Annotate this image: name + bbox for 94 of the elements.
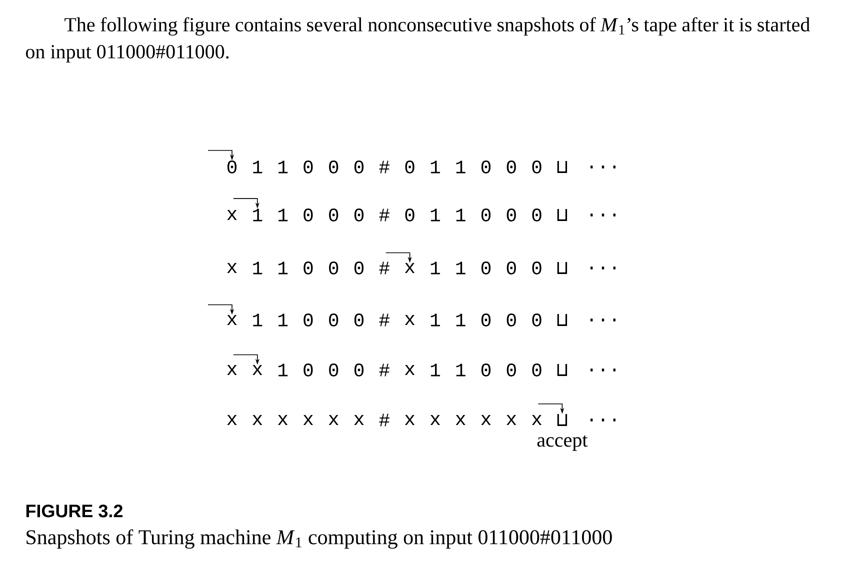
tape-symbol: 1 xyxy=(430,364,440,376)
tape-symbol: x xyxy=(354,414,364,426)
tape-symbol: 1 xyxy=(456,314,466,326)
tape-symbol: 0 xyxy=(329,364,338,376)
tape-symbol: 0 xyxy=(329,262,338,274)
caption: Snapshots of Turing machine M$_{1}$ computing on input 011000#011000 xyxy=(26,529,612,549)
tape-symbol: 0 xyxy=(304,364,313,376)
tape-symbol: x xyxy=(430,414,440,426)
tape-symbol: # xyxy=(379,160,390,174)
tape-symbol: 0 xyxy=(532,208,542,222)
tape-symbol: ⊔ xyxy=(557,161,568,173)
tape-symbol: # xyxy=(379,364,390,376)
tape-symbol: ... xyxy=(590,166,616,168)
tape-symbol: 0 xyxy=(354,160,364,174)
tape-symbol: ... xyxy=(590,318,616,322)
figure-title: FIGURE 3.2 xyxy=(26,504,122,518)
tape-symbol: 0 xyxy=(481,314,491,326)
tape-symbol: 1 xyxy=(278,364,288,376)
tape-symbol: ... xyxy=(590,368,616,372)
tape-symbol: 0 xyxy=(304,160,313,174)
tape-symbol: 0 xyxy=(481,208,491,222)
tape-symbol: 0 xyxy=(506,364,516,376)
tape-symbol: 1 xyxy=(278,208,288,222)
tape-symbol: ⊔ xyxy=(557,414,568,426)
tape-symbol: # xyxy=(379,262,390,274)
tape-symbol: 0 xyxy=(304,314,313,326)
tape-symbol: x xyxy=(481,414,491,426)
tape-symbol: 0 xyxy=(405,208,414,222)
tape-symbol: 1 xyxy=(253,262,262,274)
tape-symbol: 0 xyxy=(506,160,516,174)
tape-symbol: # xyxy=(379,414,390,426)
accept-label: accept xyxy=(537,435,588,451)
tape-symbol: 1 xyxy=(253,160,262,174)
tape-symbol: ... xyxy=(590,418,616,422)
tape-symbol: # xyxy=(379,208,390,222)
tape-symbol: 0 xyxy=(405,160,414,174)
tape-symbol: 1 xyxy=(430,262,440,274)
tape-symbol: x xyxy=(227,414,237,426)
tape-symbol: x xyxy=(252,414,262,426)
body-text: The following figure contains several nonconsecutive snapshots of M$_{1}$’s tape after it is started on input 011000#011000. xyxy=(26,17,810,63)
tape-symbol: 1 xyxy=(278,262,288,274)
tape-symbol: ⊔ xyxy=(557,314,568,326)
tape-symbol: 0 xyxy=(304,208,313,222)
tape-symbol: x xyxy=(278,414,288,426)
tape-symbol: x xyxy=(227,262,237,274)
tape-symbol: 1 xyxy=(278,160,288,174)
tape-symbol: 0 xyxy=(227,160,237,174)
tape-symbol: 0 xyxy=(481,364,491,376)
tape-symbol: x xyxy=(404,314,415,326)
tape-symbol: x xyxy=(456,414,466,426)
tape-symbol: x xyxy=(252,364,262,376)
tape-symbol: x xyxy=(227,210,237,220)
tape-symbol: 1 xyxy=(430,208,440,222)
tape-symbol: ⊔ xyxy=(557,209,568,221)
tape-symbol: 0 xyxy=(506,208,516,222)
tape-symbol: 0 xyxy=(354,314,364,326)
tape-symbol: x xyxy=(303,414,313,426)
tape-symbol: ... xyxy=(590,214,616,216)
tape-symbol: 0 xyxy=(354,364,364,376)
tape-symbol: x xyxy=(227,314,237,326)
tape-symbol: 1 xyxy=(430,314,440,326)
tape-symbol: 0 xyxy=(329,314,338,326)
tape-symbol: 0 xyxy=(532,314,542,326)
tape-symbol: 1 xyxy=(456,160,466,174)
tape-symbol: 1 xyxy=(253,314,262,326)
tape-symbol: x xyxy=(404,414,415,426)
tape-symbol: 0 xyxy=(532,160,542,174)
tape-symbol: x xyxy=(404,364,415,376)
tape-symbol: 0 xyxy=(532,364,542,376)
tape-symbol: 0 xyxy=(506,314,516,326)
tape-symbol: 0 xyxy=(532,262,542,274)
tape-symbol: 1 xyxy=(278,314,288,326)
tape-symbol: x xyxy=(506,414,516,426)
tape-symbol: 0 xyxy=(354,262,364,274)
tape-symbol: 1 xyxy=(456,208,466,222)
tape-symbol: 0 xyxy=(506,262,516,274)
tape-symbol: ... xyxy=(590,266,616,270)
tape-symbol: 0 xyxy=(304,262,313,274)
tape-symbol: x xyxy=(227,364,237,376)
tape-symbol: x xyxy=(328,414,338,426)
tape-symbol: 1 xyxy=(456,364,466,376)
tape-symbol: 0 xyxy=(354,208,364,222)
tape-symbol: ⊔ xyxy=(557,262,568,274)
tape-symbol: # xyxy=(379,314,390,326)
tape-symbol: 1 xyxy=(430,160,440,174)
tape-symbol: 1 xyxy=(253,208,262,222)
tape-symbol: 1 xyxy=(456,262,466,274)
tape-symbol: 0 xyxy=(329,208,338,222)
tape-symbol: 0 xyxy=(481,262,491,274)
tape-symbol: ⊔ xyxy=(557,364,568,376)
tape-symbol: 0 xyxy=(481,160,491,174)
tape-symbol: x xyxy=(532,414,542,426)
tape-symbol: 0 xyxy=(329,160,338,174)
tape-symbol: x xyxy=(404,262,415,274)
